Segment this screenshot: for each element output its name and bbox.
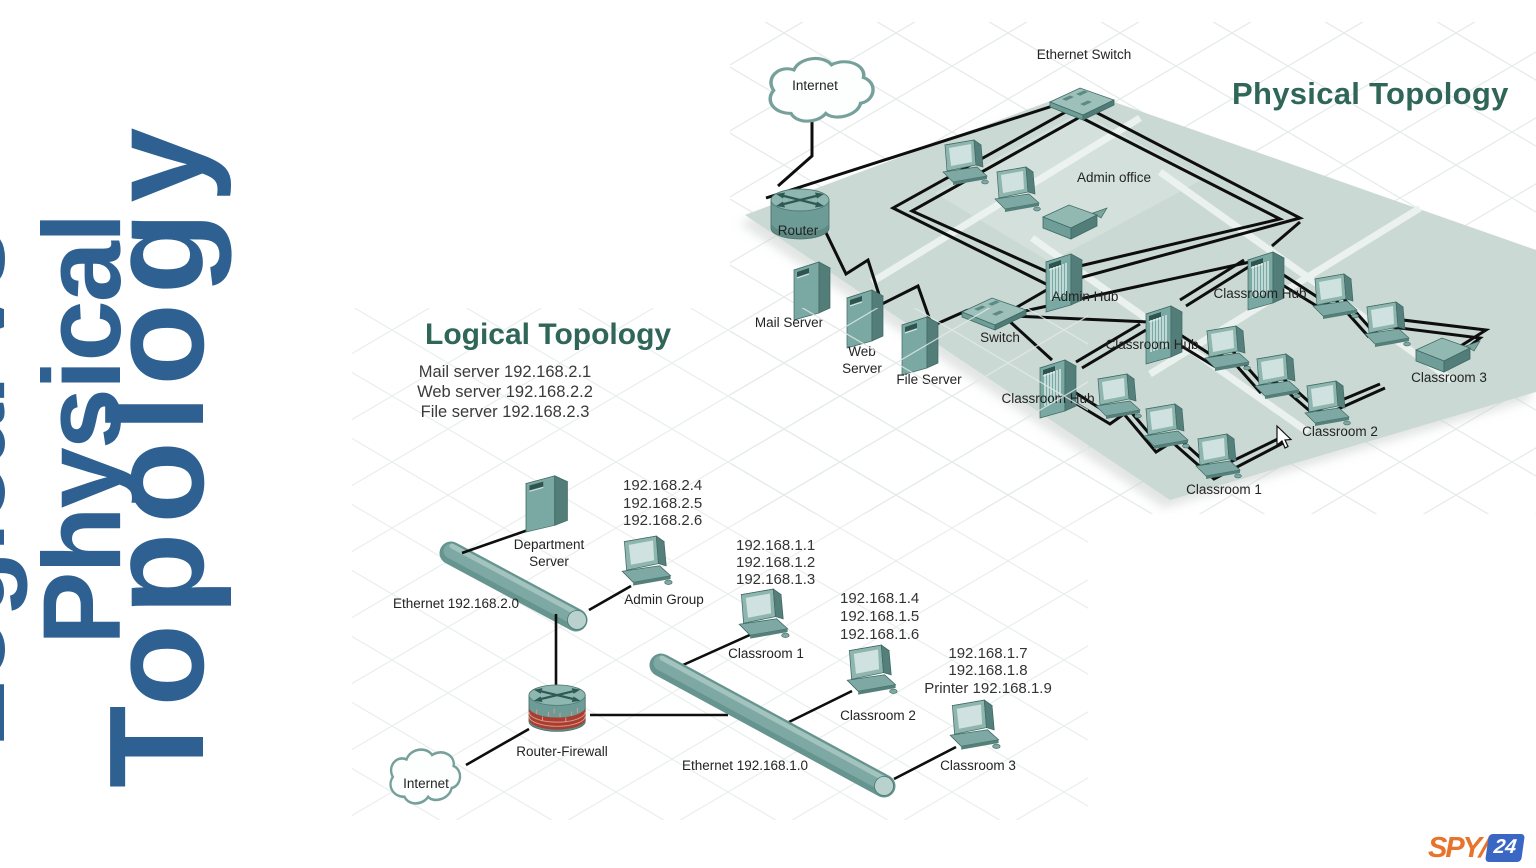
label-classroom-hub-right: Classroom Hub: [1213, 286, 1306, 301]
ip-c1-2: 192.168.1.5: [840, 608, 919, 625]
ethernet-pipe-a: [439, 541, 588, 632]
label-classroom-3: Classroom 3: [1411, 370, 1487, 385]
ip-c2-2: 192.168.1.8: [948, 662, 1027, 679]
main-title-line1: Logical vs: [0, 230, 28, 748]
label-classroom-1: Classroom 1: [728, 646, 804, 661]
label-classroom-2: Classroom 2: [1302, 424, 1378, 439]
router-firewall-icon: [529, 685, 585, 732]
ip-c1-3: 192.168.1.6: [840, 626, 919, 643]
label-classroom-hub-mid: Classroom Hub: [1105, 337, 1198, 352]
label-classroom-3: Classroom 3: [940, 758, 1016, 773]
logical-topology-diagram: Logical Topology Mail server 192.168.2.1…: [352, 308, 1088, 820]
ip-dept-1: 192.168.2.4: [623, 477, 702, 494]
label-internet: Internet: [792, 78, 838, 93]
label-admin-group: Admin Group: [624, 592, 704, 607]
logical-cables: [461, 527, 957, 781]
physical-topology-title: Physical Topology: [1232, 76, 1509, 111]
label-classroom-1: Classroom 1: [1186, 482, 1262, 497]
label-classroom-2: Classroom 2: [840, 708, 916, 723]
ip-dept-3: 192.168.2.6: [623, 512, 702, 529]
main-title-line3: Topology: [81, 118, 232, 788]
label-ethernet-b: Ethernet 192.168.1.0: [682, 758, 808, 773]
ethernet-pipe-b: [649, 653, 896, 798]
ip-c2-3: Printer 192.168.1.9: [924, 680, 1052, 697]
server-ip-list: Mail server 192.168.2.1 Web server 192.1…: [417, 363, 593, 421]
spy24-logo: SPY/24: [1428, 831, 1526, 865]
label-department-server: Server: [529, 554, 569, 569]
server-ip-file: File server 192.168.2.3: [421, 403, 590, 421]
logo-24-badge: 24: [1485, 834, 1526, 862]
label-admin-hub: Admin Hub: [1052, 289, 1119, 304]
physical-topology-diagram: Ethernet Switch Internet Router Admin of…: [730, 22, 1536, 514]
logical-topology-title: Logical Topology: [425, 318, 671, 351]
server-ip-mail: Mail server 192.168.2.1: [419, 363, 591, 381]
ip-dept-2: 192.168.2.5: [623, 495, 702, 512]
label-internet: Internet: [403, 776, 449, 791]
ip-c1-1: 192.168.1.4: [840, 590, 919, 607]
label-router-firewall: Router-Firewall: [516, 744, 608, 759]
ip-admin-2: 192.168.1.2: [736, 554, 815, 571]
ip-c2-1: 192.168.1.7: [948, 645, 1027, 662]
ip-admin-1: 192.168.1.1: [736, 537, 815, 554]
ip-admin-3: 192.168.1.3: [736, 571, 815, 588]
logo-spy-text: SPY: [1428, 831, 1482, 864]
admin-office-floor: [935, 112, 1205, 262]
mouse-cursor: [1276, 424, 1293, 449]
label-ethernet-switch: Ethernet Switch: [1037, 47, 1132, 62]
label-ethernet-a: Ethernet 192.168.2.0: [393, 596, 519, 611]
server-ip-web: Web server 192.168.2.2: [417, 383, 593, 401]
label-router: Router: [778, 223, 819, 238]
label-department: Department: [514, 537, 585, 552]
label-admin-office: Admin office: [1077, 170, 1151, 185]
